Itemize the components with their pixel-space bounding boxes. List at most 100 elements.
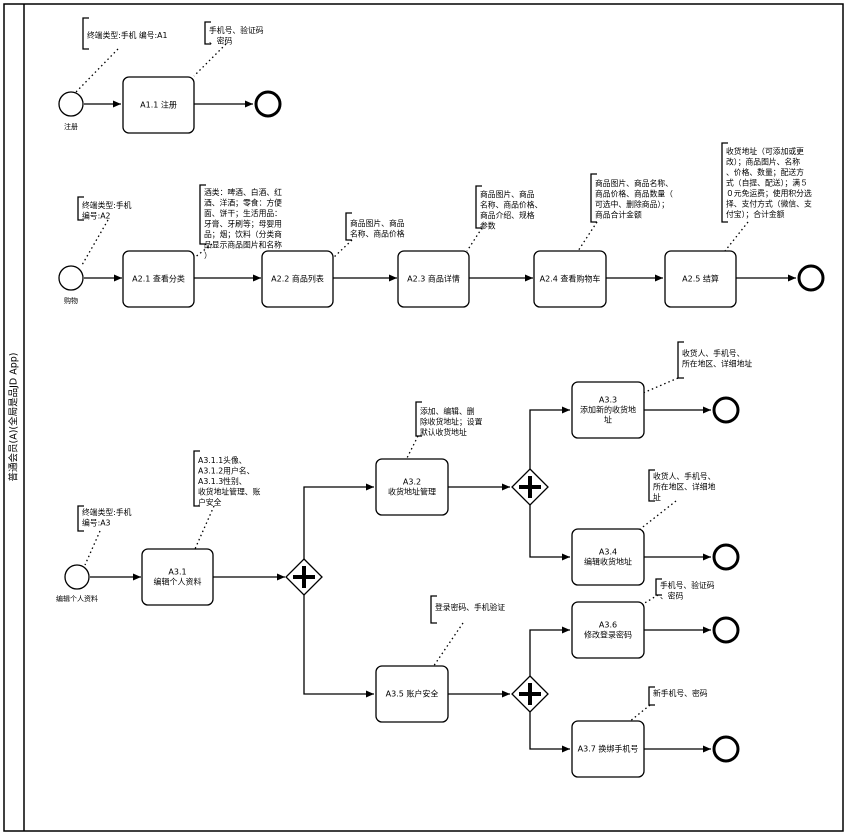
annotation-n5: 商品图片、商品名称、商品价格	[350, 218, 405, 239]
annotation-text: 默认收货地址	[420, 427, 467, 437]
annotation-text: 址	[653, 492, 661, 502]
annotation-text: 商品合计金额	[595, 210, 642, 220]
task-label: A2.5 结算	[682, 274, 719, 284]
start-event-label-s3: 编辑个人资料	[56, 594, 98, 603]
assoc-n16	[628, 704, 651, 723]
annotation-text: 式（自提、配送）；满５	[726, 178, 808, 188]
annotation-text: 新手机号、密码	[653, 688, 708, 698]
task-label: A3.1	[168, 568, 186, 577]
task-label: A1.1 注册	[140, 100, 177, 110]
task-a23[interactable]: A2.3 商品详情	[397, 250, 470, 308]
annotation-text: A3.1.1头像、	[198, 455, 247, 465]
task-label: 址	[604, 415, 612, 425]
annotation-text: 名称、商品价格、	[480, 200, 542, 210]
start-event-edit-profile[interactable]	[64, 564, 90, 590]
flow-g3-a36	[529, 626, 570, 676]
task-box	[122, 250, 195, 308]
task-label: A3.2	[403, 478, 421, 487]
task-a37[interactable]: A3.7 换绑手机号	[571, 720, 645, 778]
end-event-register[interactable]	[254, 90, 282, 118]
task-box	[141, 548, 214, 606]
bracket-n12	[677, 341, 684, 379]
annotation-n15: 手机号、验证码、密码	[660, 580, 715, 601]
annotation-brackets	[77, 17, 728, 706]
flow-g1-a35	[303, 595, 374, 698]
annotation-text: A3.1.2用户名、	[198, 466, 254, 476]
bracket-n16	[648, 686, 655, 706]
task-label: A2.1 查看分类	[132, 274, 185, 284]
assoc-n10	[194, 505, 215, 550]
sequence-flows	[84, 100, 796, 753]
task-label: 编辑个人资料	[154, 577, 202, 587]
annotation-n8: 收货地址（可添加或更改）；商品图片、名称、价格、数量；配送方式（自提、配送）；满…	[726, 146, 812, 219]
task-a11[interactable]: A1.1 注册	[122, 76, 195, 134]
task-label: A2.4 查看购物车	[540, 274, 601, 284]
task-label: A3.4	[599, 548, 617, 557]
annotation-text: 收货地址管理、账	[198, 487, 261, 497]
task-box	[571, 601, 645, 659]
assoc-n4	[193, 243, 213, 259]
task-label: A2.3 商品详情	[407, 274, 460, 284]
annotation-n2: 手机号、验证码、密码	[209, 25, 264, 46]
task-box	[375, 665, 449, 723]
task-box	[122, 76, 195, 134]
end-event-a33[interactable]	[712, 396, 740, 424]
bracket-n10	[193, 450, 200, 507]
annotation-n13: 收货人、手机号、所在地区、详细地址	[653, 471, 716, 502]
end-event-shopping[interactable]	[797, 264, 825, 292]
flow-g2-a33	[529, 406, 570, 469]
bracket-n14	[430, 595, 437, 624]
start-event-register[interactable]	[58, 91, 84, 117]
annotation-text: 商品图片、商品	[350, 218, 405, 228]
annotation-text: 酒类：啤酒、白酒、红	[204, 187, 282, 197]
assoc-n7	[577, 221, 598, 252]
annotation-text: 改）；商品图片、名称	[726, 157, 800, 167]
task-label: A3.7 换绑手机号	[578, 744, 639, 754]
assoc-n8	[724, 221, 749, 252]
task-a25[interactable]: A2.5 结算	[664, 250, 737, 308]
annotation-n12: 收货人、手机号、所在地区、详细地址	[682, 348, 752, 369]
annotation-text: 参数	[480, 221, 496, 231]
parallel-gateway-3[interactable]	[511, 675, 549, 713]
annotations: 终端类型:手机 编号:A1手机号、验证码、密码终端类型:手机编号:A2酒类：啤酒…	[82, 25, 812, 698]
task-a24[interactable]: A2.4 查看购物车	[533, 250, 607, 308]
end-event-a37[interactable]	[712, 735, 740, 763]
end-event-a36[interactable]	[712, 616, 740, 644]
annotation-text: 收货人、手机号、	[682, 348, 744, 358]
task-label: 修改登录密码	[584, 630, 632, 640]
task-box	[571, 381, 645, 439]
task-a21[interactable]: A2.1 查看分类	[122, 250, 195, 308]
task-label: A3.6	[599, 621, 617, 630]
annotation-text: 面、饼干；生活用品：	[204, 208, 282, 218]
parallel-gateway-2[interactable]	[511, 468, 549, 506]
assoc-n12	[642, 377, 679, 394]
flow-g1-a32	[303, 483, 374, 559]
task-a35[interactable]: A3.5 账户安全	[375, 665, 449, 723]
parallel-gateway-1[interactable]	[285, 558, 323, 596]
end-event-a34[interactable]	[712, 543, 740, 571]
annotation-n14: 登录密码、手机验证	[435, 602, 505, 612]
start-events	[58, 91, 90, 590]
annotation-text: 商品图片、商品名称、	[595, 178, 673, 188]
task-box	[397, 250, 470, 308]
task-a22[interactable]: A2.2 商品列表	[261, 250, 334, 308]
assoc-n9	[84, 530, 101, 566]
assoc-n15	[642, 594, 659, 605]
annotation-text: 名称、商品价格	[350, 229, 405, 239]
start-event-shopping[interactable]	[58, 265, 84, 291]
annotation-text: 酒、洋酒；零食：方便	[204, 198, 282, 208]
bracket-n9	[77, 505, 84, 532]
plus-icon	[519, 476, 541, 498]
annotation-text: 可选中、删除商品）；	[595, 199, 669, 209]
annotation-text: 终端类型:手机 编号:A1	[87, 30, 167, 40]
